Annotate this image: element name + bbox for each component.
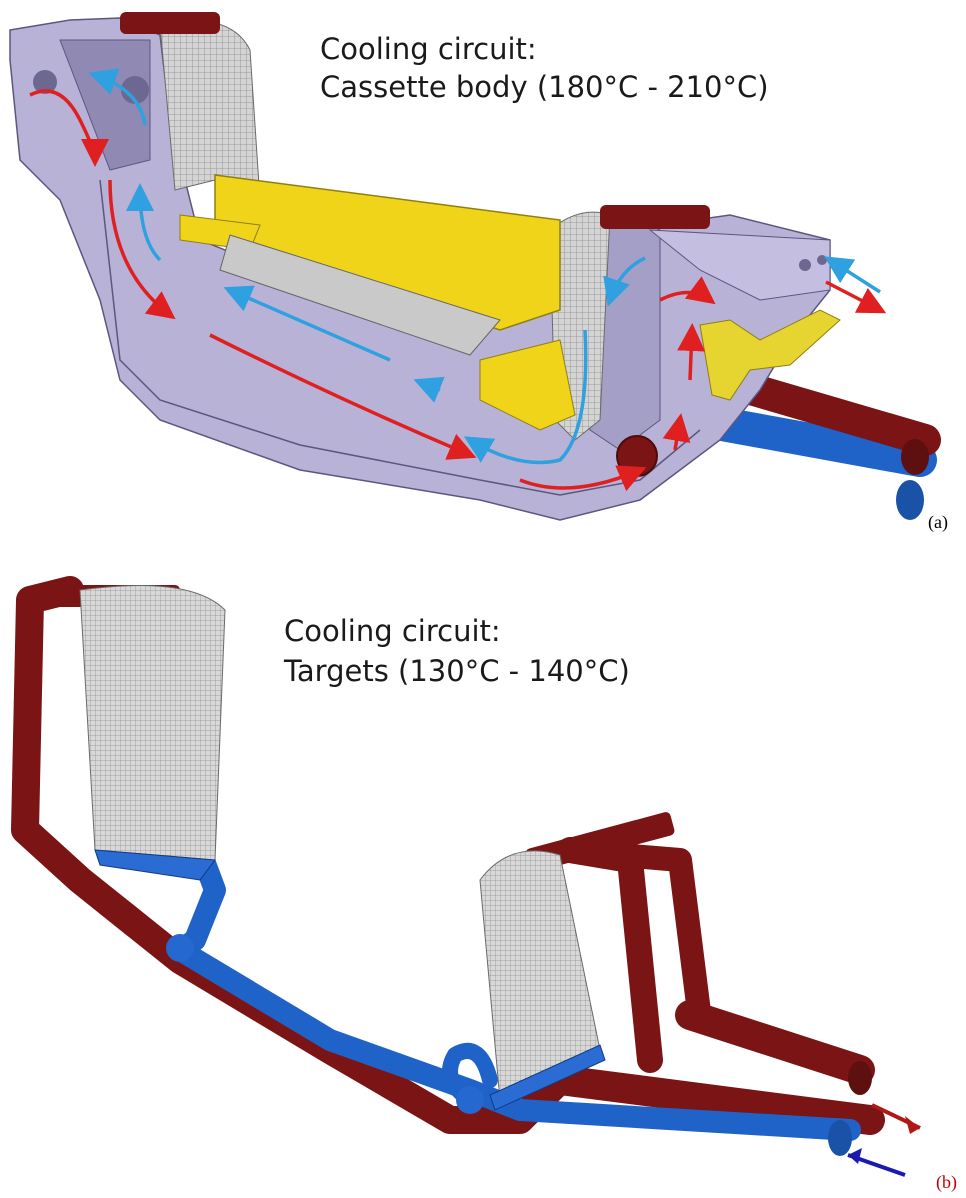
panel-label-a: (a): [928, 512, 948, 532]
lever-part: [699, 309, 841, 401]
title-line-2: Cassette body (180°C - 210°C): [320, 70, 769, 104]
title-line-2-b: Targets (130°C - 140°C): [284, 654, 630, 688]
panel-a: Cooling circuit: Cassette body (180°C - …: [0, 0, 966, 545]
right-manifold-b: [525, 812, 675, 872]
title-line-1-b: Cooling circuit:: [284, 614, 501, 648]
heat-tiles-left: [159, 20, 261, 201]
left-base-b: [94, 849, 216, 881]
targets-cooling-diagram: [11, 576, 921, 1177]
hot-flow-arrows: [29, 89, 887, 492]
title-line-1: Cooling circuit:: [320, 32, 537, 66]
panel-label-b: (b): [936, 1172, 957, 1192]
top-manifold-left: [120, 12, 220, 34]
cold-flow-arrows: [88, 68, 881, 465]
top-manifold-right: [600, 205, 710, 229]
target-plates: [179, 174, 576, 431]
panel-b: Cooling circuit: Targets (130°C - 140°C)…: [0, 560, 966, 1198]
right-base-b: [489, 1044, 606, 1111]
target-tiles-left: [79, 585, 226, 861]
target-tiles-right: [479, 850, 601, 1101]
cassette-body-diagram: [9, 12, 941, 521]
